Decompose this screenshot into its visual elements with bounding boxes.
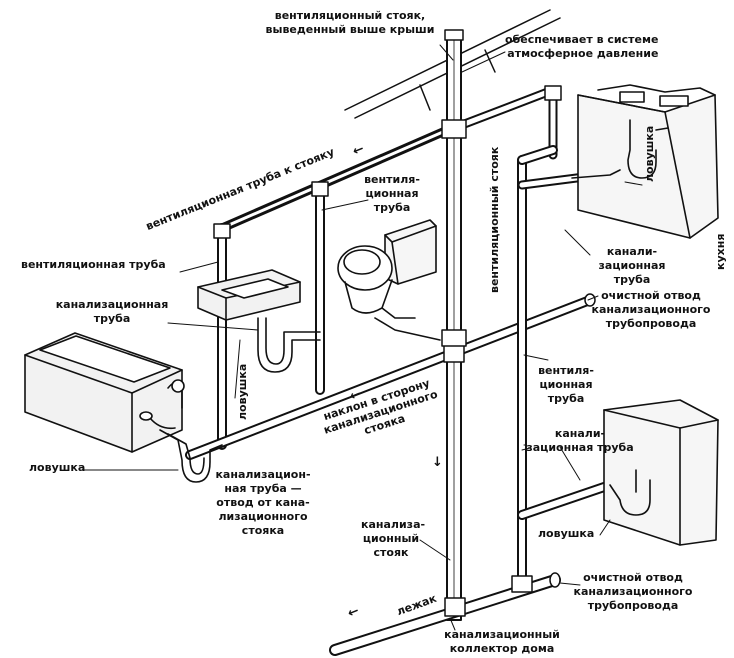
label-house-collector: канализационный коллектор дома [444, 628, 560, 655]
bathtub-fixture [24, 332, 223, 483]
vent-stack-cap [444, 29, 464, 41]
label-vent-pipe-upper: вентиля- ционная труба [364, 173, 420, 214]
left-vent-pipe [213, 223, 231, 450]
label-cleanout-lower: очистной отвод канализационного трубопро… [573, 571, 693, 612]
label-sewer-pipe-washer: канали- зационная труба [526, 427, 634, 454]
label-vent-pipe-left: вентиляционная труба [21, 258, 166, 271]
label-sewer-pipe-left: канализационная труба [55, 298, 169, 325]
label-vent-stack: вентиляционный стояк [488, 146, 501, 293]
stack-joint-upper [441, 119, 467, 139]
kitchen-cabinet [571, 84, 719, 239]
label-trap-bath: ловушка [29, 461, 86, 474]
label-trap-washer: ловушка [538, 527, 595, 540]
label-vent-pipe-right: вентиля- ционная труба [538, 364, 594, 405]
washer-drain-pipe [517, 480, 615, 520]
toilet-fixture [337, 219, 441, 341]
label-trap-kitchen: ловушка [643, 125, 656, 182]
lezhak-pipe [329, 572, 561, 656]
label-trap-sink: ловушка [236, 363, 249, 420]
label-atm-pressure: обеспечивает в системе атмосферное давле… [505, 33, 659, 60]
middle-vent-pipe [311, 181, 329, 395]
label-kitchen: кухня [714, 233, 727, 270]
sink-fixture [197, 269, 321, 373]
stack-joint-lower [441, 329, 467, 347]
label-soil-stack: канализа- ционный стояк [361, 518, 426, 559]
washer-fixture [603, 399, 719, 546]
leader-lines [81, 44, 643, 631]
arrow-down-stack: ↓ [432, 455, 443, 470]
vent-pipe-to-stack [217, 85, 562, 233]
label-cleanout-upper: очистной отвод канализационного трубопро… [591, 289, 711, 330]
label-vent-stack-roof: вентиляционный стояк, выведенный выше кр… [265, 9, 435, 36]
label-sewer-pipe-kitchen: канали- зационная труба [598, 245, 666, 286]
label-sewer-branch: канализацион- ная труба — отвод от кана-… [215, 468, 311, 537]
